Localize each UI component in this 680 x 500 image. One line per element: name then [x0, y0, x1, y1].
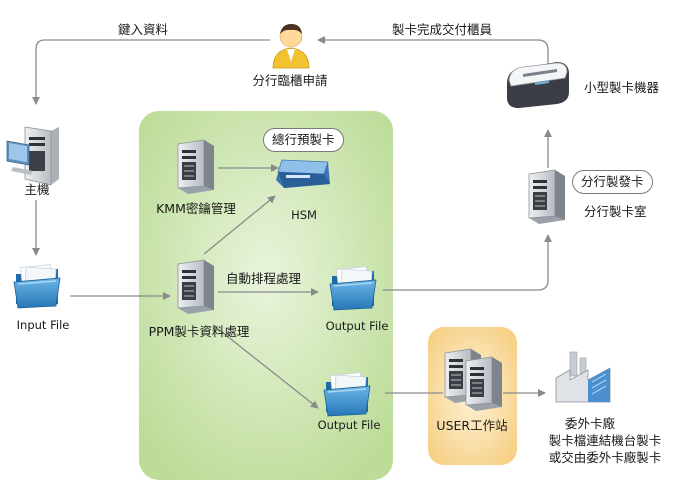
- user-workstation-icon: [444, 348, 503, 412]
- user-station-label: USER工作站: [436, 418, 508, 433]
- ppm-server-icon: [177, 259, 215, 315]
- branch-server-icon: [528, 169, 566, 225]
- small-machine-label: 小型製卡機器: [584, 80, 660, 95]
- edge-ppm-to-output2: [212, 324, 319, 409]
- outsource-line-2: 製卡檔連結機台製卡: [548, 433, 662, 448]
- branch-issue-badge: 分行製發卡: [572, 170, 653, 194]
- kmm-server-icon: [177, 139, 215, 195]
- hsm-device-icon: [276, 159, 330, 188]
- output-file-2-label: Output File: [317, 418, 381, 432]
- card-done-label: 製卡完成交付櫃員: [392, 22, 493, 37]
- edge-ppm-to-hsm: [203, 195, 276, 255]
- auto-schedule-label: 自動排程處理: [226, 271, 302, 286]
- output-folder-2-icon: [323, 371, 371, 417]
- edge-output1-to-branch-room: [383, 234, 552, 291]
- ppm-label: PPM製卡資料處理: [148, 324, 250, 339]
- output-file-1-label: Output File: [325, 319, 389, 333]
- hq-precard-badge: 總行預製卡: [263, 128, 344, 152]
- person-icon: [272, 24, 310, 69]
- outsource-line-1: 委外卡廠: [564, 416, 616, 431]
- host-computer-icon: [6, 126, 59, 186]
- output-folder-1-icon: [329, 265, 377, 311]
- kmm-label: KMM密鑰管理: [156, 201, 236, 216]
- host-label: 主機: [24, 182, 50, 197]
- edge-machine-to-counter: [317, 36, 549, 80]
- outsource-line-3: 或交由委外卡廠製卡: [548, 450, 662, 465]
- hsm-label: HSM: [291, 208, 317, 222]
- factory-icon: [555, 351, 611, 403]
- branch-room-label: 分行製卡室: [584, 204, 647, 219]
- edge-counter-to-host: [32, 39, 270, 105]
- input-folder-icon: [13, 263, 61, 309]
- branch-counter-label: 分行臨櫃申請: [252, 73, 328, 88]
- key-in-label: 鍵入資料: [118, 22, 169, 37]
- card-machine-icon: [507, 62, 569, 108]
- input-file-label: Input File: [16, 318, 70, 332]
